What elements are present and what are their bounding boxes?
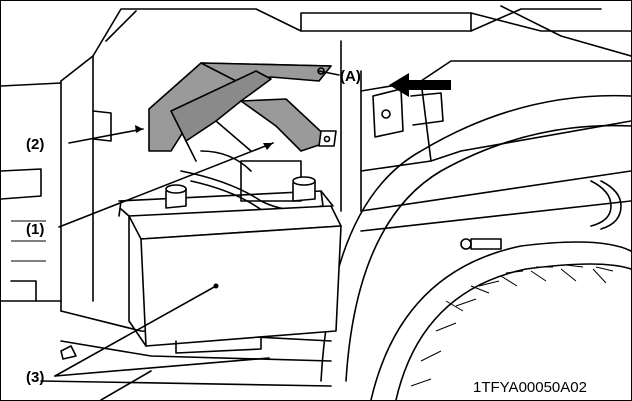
battery-drawing [118,176,342,354]
machine-frame-drawing [1,5,631,400]
label-3: (3) [26,369,44,386]
direction-arrow [389,73,451,97]
leader-lines [54,70,340,377]
figure-code: 1TFYA00050A02 [473,379,587,396]
label-1: (1) [26,221,44,238]
battery-cover-drawing [148,62,337,162]
label-2: (2) [26,136,44,153]
label-a: (A) [340,68,361,85]
